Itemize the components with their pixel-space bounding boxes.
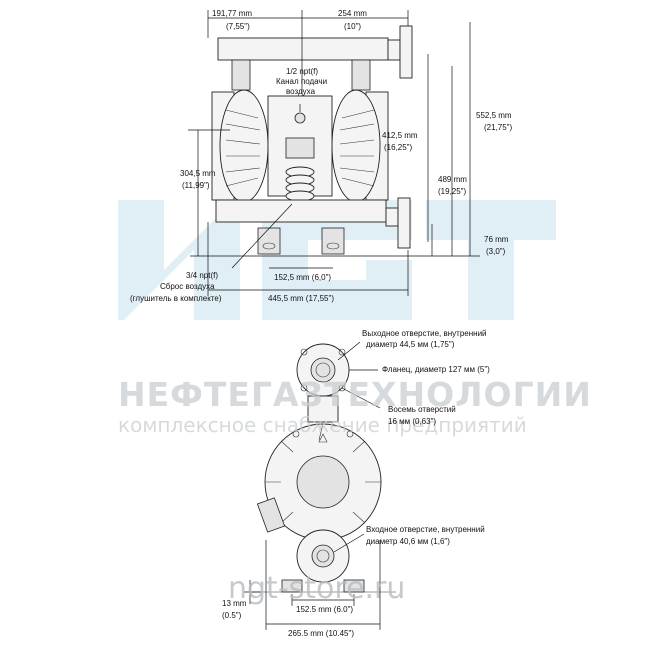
manifold-elbow-left <box>231 59 251 91</box>
dim-height-mid-in: (19,25") <box>438 187 467 196</box>
dim-left-width-in: (7,55") <box>226 22 250 31</box>
air-exhaust-leader <box>231 203 293 269</box>
dim-height-inlet-mm: 76 mm <box>484 235 509 244</box>
holes-line2: 16 мм (0,63") <box>388 417 436 426</box>
dim-base-mm: 13 mm <box>222 599 247 608</box>
top-manifold <box>217 37 389 61</box>
dim-height-left-in: (11,99") <box>182 181 210 190</box>
dim-base-in: (0.5") <box>222 611 242 620</box>
side-chamber-ribs <box>265 423 381 524</box>
left-chamber-ribs <box>225 109 261 187</box>
air-inlet-port <box>294 112 306 124</box>
dim-right-width-in: (10") <box>344 22 361 31</box>
inlet-opening <box>311 544 335 568</box>
outlet-leader <box>337 341 361 361</box>
dim-height-outlet-mm: 412,5 mm <box>382 131 418 140</box>
inlet-line1: Входное отверстие, внутренний <box>366 525 485 534</box>
flange-text: Фланец, диаметр 127 мм (5") <box>382 365 490 374</box>
dim-height-total-mm: 552,5 mm <box>476 111 512 120</box>
side-view <box>244 341 396 630</box>
foot-left <box>257 227 281 255</box>
air-valve-block <box>256 497 286 533</box>
watermark-company: НЕФТЕГАЗТЕХНОЛОГИИ <box>118 375 592 414</box>
dim-height-left-mm: 304,5 mm <box>180 169 216 178</box>
dim-total-width-text: 445,5 mm (17,55") <box>268 294 334 303</box>
dim-side-feet-text: 152.5 mm (6.0") <box>296 605 353 614</box>
center-label-plate <box>285 137 315 159</box>
outlet-opening <box>310 357 336 383</box>
air-exhaust-line3: (глушитель в комплекте) <box>130 294 222 303</box>
holes-line1: Восемь отверстий <box>388 405 456 414</box>
dim-height-mid-mm: 489 mm <box>438 175 467 184</box>
outlet-pipe <box>387 39 401 61</box>
air-exhaust-line2: Сброс воздуха <box>160 282 215 291</box>
air-inlet-line2: Канал подачи <box>276 77 327 86</box>
foot-right <box>321 227 345 255</box>
air-exhaust-line1: 3/4 npt(f) <box>186 271 218 280</box>
inlet-leader <box>333 533 365 553</box>
outlet-line2: диаметр 44,5 мм (1,75") <box>366 340 455 349</box>
air-inlet-line1: 1/2 npt(f) <box>286 67 318 76</box>
muffler <box>285 166 315 202</box>
front-view <box>188 10 480 296</box>
inlet-flange <box>397 197 411 249</box>
dim-height-total-in: (21,75") <box>484 123 513 132</box>
left-chamber <box>219 89 269 203</box>
watermark-tagline: комплексное снабжение предприятий <box>118 413 527 437</box>
side-chamber-hub <box>296 455 350 509</box>
bottom-manifold <box>215 199 387 223</box>
dim-height-outlet-in: (16,25") <box>384 143 413 152</box>
dim-height-inlet-in: (3,0") <box>486 247 506 256</box>
flow-arrow-icon <box>318 433 328 443</box>
right-chamber-ribs <box>339 109 375 187</box>
outlet-flange <box>399 25 413 79</box>
dim-right-width-mm: 254 mm <box>338 9 367 18</box>
air-inlet-line3: воздуха <box>286 87 316 96</box>
upper-neck <box>307 395 339 423</box>
outlet-line1: Выходное отверстие, внутренний <box>362 329 487 338</box>
manifold-elbow-right <box>351 59 371 91</box>
inlet-line2: диаметр 40,6 мм (1,6") <box>366 537 450 546</box>
holes-leader <box>341 387 381 409</box>
dim-side-width-text: 265.5 mm (10.45") <box>288 629 354 638</box>
dim-feet-text: 152,5 mm (6,0") <box>274 273 331 282</box>
watermark-url: ngt-store.ru <box>228 571 405 606</box>
inlet-pipe <box>385 207 399 227</box>
dim-left-width-mm: 191,77 mm <box>212 9 252 18</box>
right-chamber <box>331 89 381 203</box>
